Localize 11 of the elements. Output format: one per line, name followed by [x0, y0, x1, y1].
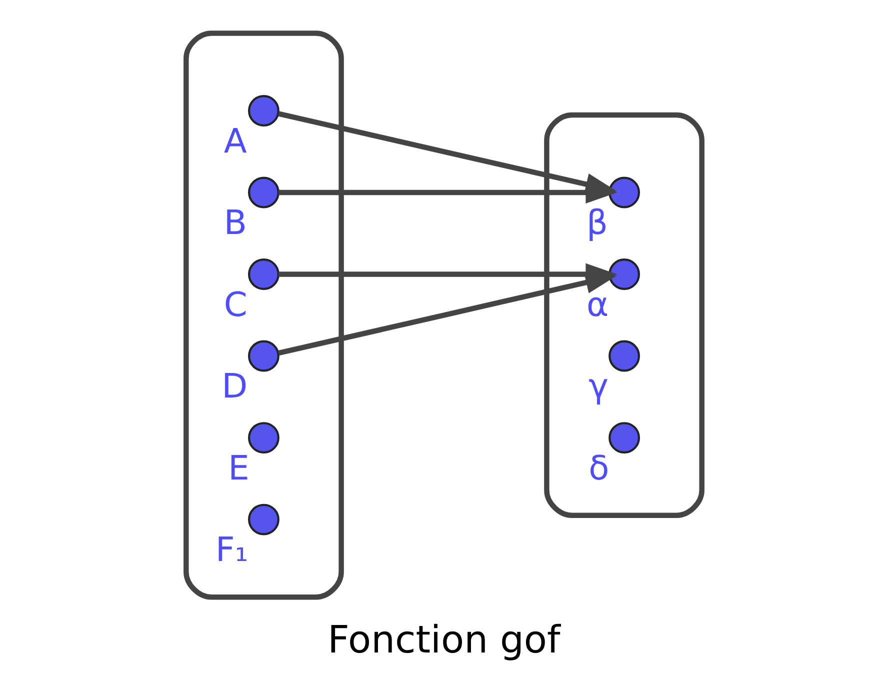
node-label: γ: [588, 366, 608, 406]
node-label: C: [223, 284, 247, 324]
node-label: E: [228, 448, 249, 488]
node-label: δ: [588, 448, 609, 488]
node-label: D: [221, 366, 248, 406]
caption: Fonction gof: [327, 617, 560, 662]
node-label: B: [223, 203, 246, 242]
node-label: α: [586, 284, 608, 324]
node-label: F₁: [215, 530, 248, 570]
node-label: β: [586, 203, 608, 242]
node-label: A: [223, 121, 246, 160]
